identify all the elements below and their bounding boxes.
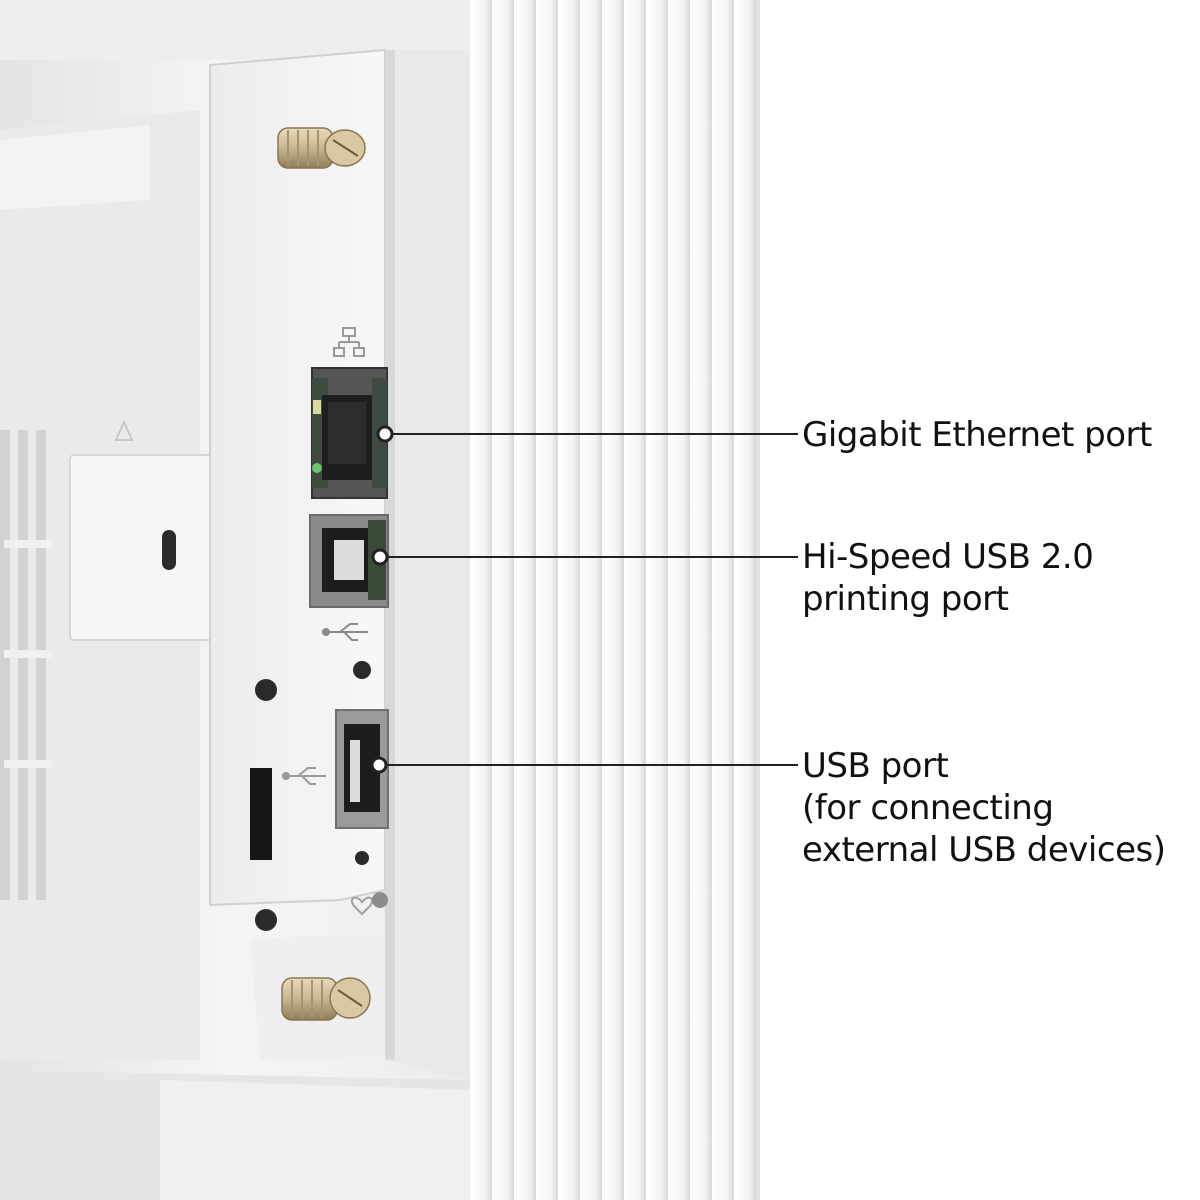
callout-usb-external-leader bbox=[370, 756, 798, 774]
callout-usb-printing-line1: Hi-Speed USB 2.0 bbox=[802, 537, 1094, 577]
callout-ethernet-leader bbox=[376, 425, 798, 443]
io-panel bbox=[209, 48, 470, 1080]
heart-icon bbox=[350, 892, 388, 916]
lock-symbol-icon bbox=[114, 419, 134, 441]
callout-usb-printing-leader bbox=[371, 548, 798, 566]
usb-icon bbox=[322, 623, 368, 641]
panel-hole bbox=[255, 909, 277, 931]
panel-hole bbox=[255, 679, 277, 701]
ethernet-port bbox=[311, 367, 388, 499]
callout-usb-external-line2: (for connecting bbox=[802, 788, 1054, 828]
thumbscrew-bottom bbox=[281, 977, 371, 1021]
panel-hole bbox=[355, 851, 369, 865]
network-icon bbox=[333, 327, 365, 357]
callout-usb-external-line3: external USB devices) bbox=[802, 830, 1166, 870]
callout-usb-external-label: USB port (for connecting external USB de… bbox=[802, 745, 1166, 871]
callout-usb-printing-line2: printing port bbox=[802, 579, 1009, 619]
callout-ethernet-line1: Gigabit Ethernet port bbox=[802, 415, 1152, 455]
callout-ethernet-label: Gigabit Ethernet port bbox=[802, 414, 1152, 456]
ribbed-side-panel bbox=[470, 0, 760, 1200]
callout-usb-printing-label: Hi-Speed USB 2.0 printing port bbox=[802, 536, 1094, 620]
callout-usb-external-line1: USB port bbox=[802, 746, 949, 786]
lock-slot-icon bbox=[162, 530, 176, 570]
usb-icon bbox=[282, 767, 326, 785]
thumbscrew-top bbox=[277, 127, 366, 169]
vent-grill bbox=[0, 430, 52, 900]
panel-hole bbox=[353, 661, 371, 679]
panel-slot bbox=[250, 768, 272, 860]
